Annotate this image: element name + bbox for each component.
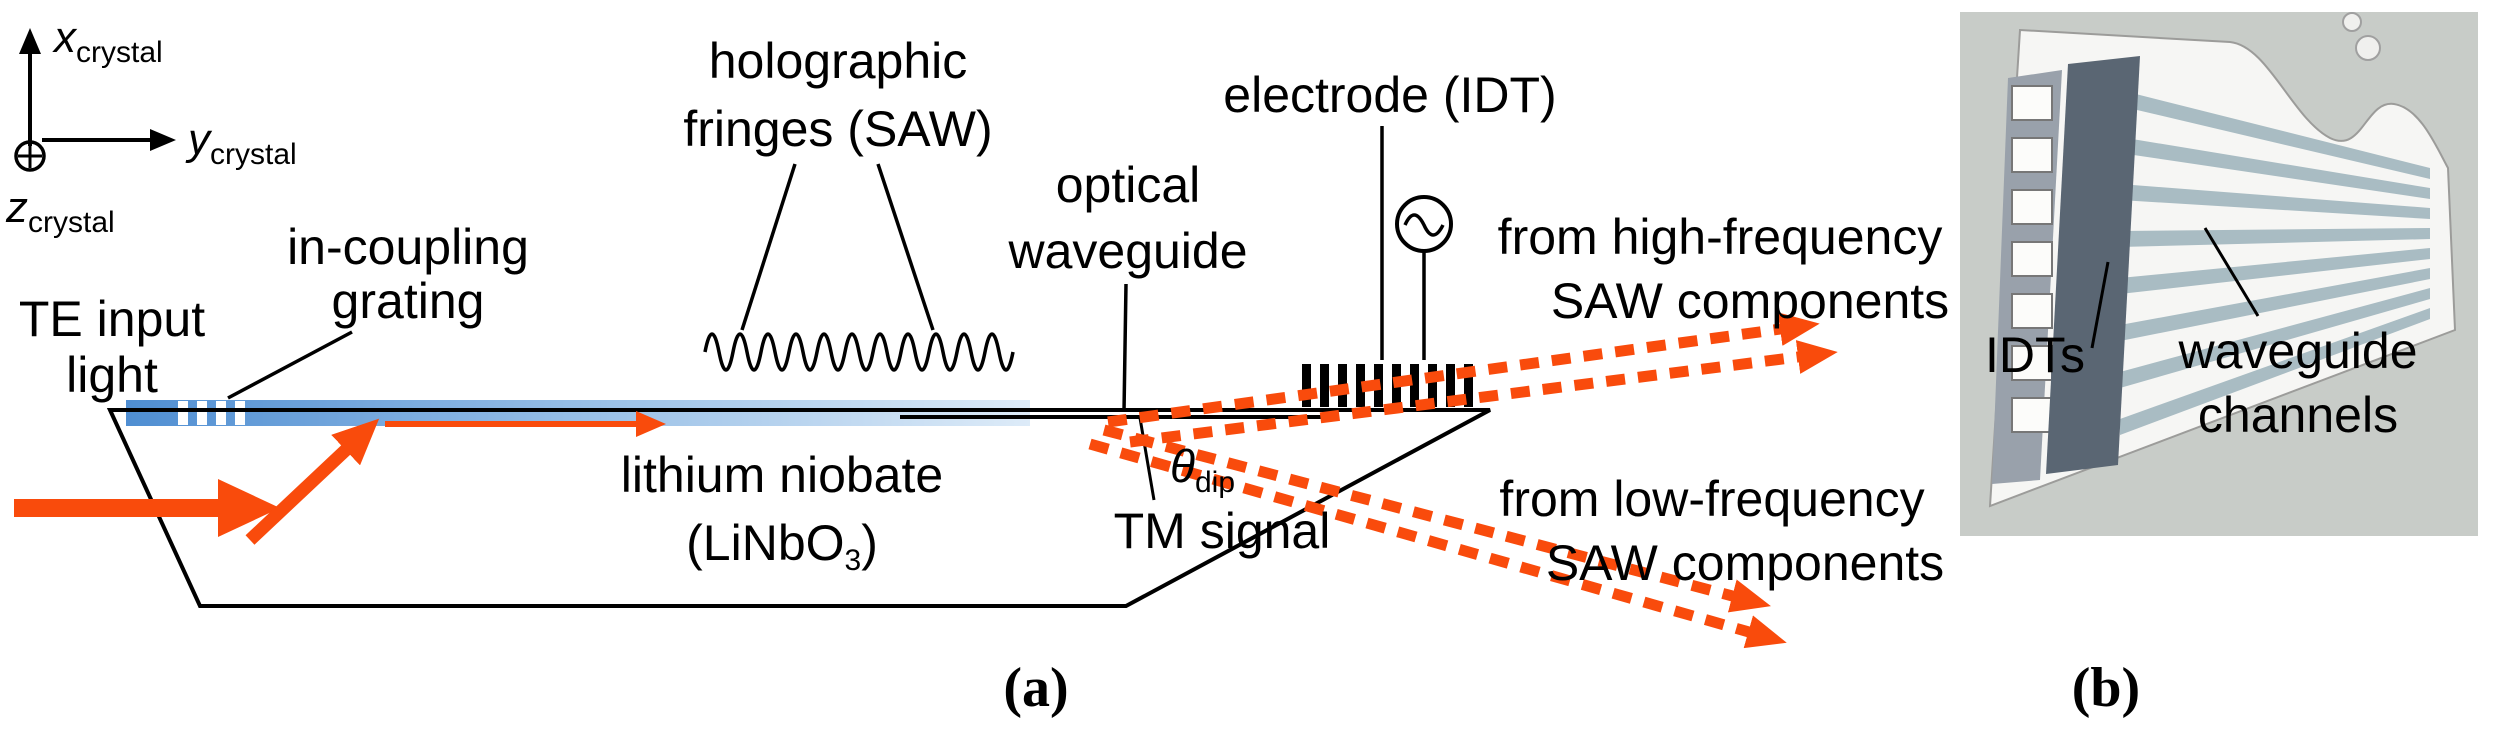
- idt-busbar: [2046, 56, 2140, 474]
- coupled-light-arrow: [245, 418, 380, 545]
- waveguide-channel-stripe: [2120, 184, 2430, 219]
- idts-pointer: [2090, 261, 2110, 349]
- idt-finger: [1320, 364, 1329, 407]
- idt-finger: [1446, 364, 1455, 407]
- axis-x-label: xcrystal: [52, 13, 163, 69]
- optical-waveguide-label-line1: optical: [1056, 157, 1201, 213]
- idt-transducer-block: [2011, 189, 2053, 225]
- tm-beam-high-freq-2: [1129, 340, 1838, 448]
- fringes-label-line2: fringes (SAW): [683, 101, 992, 157]
- fringes-pointer-left: [740, 163, 797, 331]
- tm-beam-low-freq-2: [1088, 438, 1787, 649]
- waveguide-channel-stripe: [2120, 228, 2430, 247]
- idt-finger: [1302, 364, 1311, 407]
- saw-fringes-squiggle: [703, 332, 1015, 372]
- axis-z-out-of-plane-icon: [14, 140, 46, 172]
- idt-transducer-block: [2011, 293, 2053, 329]
- tm-beam-low-freq-1: [1102, 424, 1771, 613]
- tm-signal-label: TM signal: [1114, 503, 1331, 559]
- incoupling-label-line2: grating: [332, 273, 485, 329]
- waveguide-channel-stripe: [2120, 268, 2430, 341]
- tm-beam-high-freq-1: [1107, 312, 1820, 428]
- grating-dash: [235, 401, 245, 425]
- plate-hole-large: [2355, 35, 2381, 61]
- plate-hole-small: [2342, 12, 2362, 32]
- low-freq-label-line2: SAW components: [1546, 535, 1944, 591]
- caption-a: (a): [1003, 657, 1068, 719]
- grating-pointer: [227, 330, 353, 400]
- optical-waveguide-pointer: [1122, 283, 1128, 413]
- idt-finger: [1464, 364, 1473, 407]
- incoupling-label-line1: in-coupling: [287, 219, 529, 275]
- axis-y-label: ycrystal: [185, 115, 297, 171]
- substrate-label-line2: (LiNbO3): [686, 515, 878, 577]
- te-input-label-line2: light: [66, 347, 158, 403]
- waveguide-channel-stripe: [2120, 248, 2430, 294]
- low-freq-label-line1: from low-frequency: [1499, 471, 1924, 527]
- channels-pointer: [2203, 227, 2260, 317]
- substrate-label-line1: lithium niobate: [621, 447, 943, 503]
- fringes-pointer-right: [876, 163, 935, 331]
- ac-source-sine: [1403, 213, 1445, 237]
- te-input-label-line1: TE input: [19, 291, 205, 347]
- waveguide-channel-stripe: [2120, 137, 2430, 199]
- caption-b: (b): [2072, 657, 2140, 719]
- idt-transducer-block: [2011, 241, 2053, 277]
- idt-transducer-block: [2011, 345, 2053, 381]
- waveguide-channel-stripe: [2120, 308, 2430, 435]
- idt-finger: [1410, 364, 1419, 407]
- grating-dash: [216, 401, 226, 425]
- axis-z-label: zcrystal: [5, 183, 115, 239]
- channels-label-line1: waveguide: [2177, 323, 2417, 379]
- high-freq-label-line1: from high-frequency: [1498, 209, 1943, 265]
- optical-waveguide-label-line2: waveguide: [1007, 223, 1247, 279]
- waveguide-channel-stripe: [2120, 90, 2430, 179]
- grating-dash: [197, 401, 207, 425]
- waveguide-channel-stripe: [2120, 288, 2430, 388]
- idts-label: IDTs: [1985, 327, 2085, 383]
- idt-finger: [1428, 364, 1437, 407]
- theta-dip-label: θdip: [1170, 440, 1235, 499]
- crystal-outline: [106, 408, 1491, 608]
- idt-transducer-block: [2011, 137, 2053, 173]
- grating-dash: [178, 401, 188, 425]
- idt-transducer-block: [2011, 85, 2053, 121]
- high-freq-label-line2: SAW components: [1551, 273, 1949, 329]
- idt-finger: [1356, 364, 1365, 407]
- electrode-label: electrode (IDT): [1223, 67, 1556, 123]
- fringes-label-line1: holographic: [709, 33, 968, 89]
- channels-label-line2: channels: [2198, 387, 2398, 443]
- ac-source-icon: [1395, 195, 1453, 253]
- idt-transducer-block: [2011, 397, 2053, 433]
- theta-dip-angle-line: [1138, 417, 1156, 501]
